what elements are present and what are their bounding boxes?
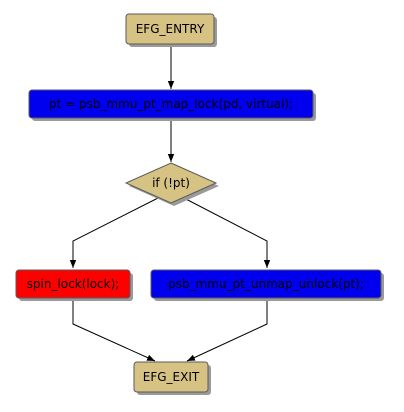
node-spin-lock: spin_lock(lock); <box>15 269 133 301</box>
node-exit: EFG_EXIT <box>133 361 211 395</box>
node-unmap-unlock: psb_mmu_pt_unmap_unlock(pt); <box>150 269 384 301</box>
node-map-lock-box <box>28 89 314 119</box>
node-exit-box <box>133 361 209 393</box>
node-unmap-unlock-box <box>150 269 382 299</box>
node-condition-label: if (!pt) <box>152 176 190 190</box>
node-entry: EFG_ENTRY <box>125 13 217 47</box>
node-condition-diamond <box>124 162 218 204</box>
node-spin-lock-label: spin_lock(lock); <box>27 277 120 291</box>
node-map-lock: pt = psb_mmu_pt_map_lock(pd, virtual); <box>28 89 316 121</box>
edges <box>69 45 271 362</box>
edge-condition-to-spin-lock <box>69 196 161 268</box>
node-condition: if (!pt) <box>124 162 219 206</box>
node-unmap-unlock-label: psb_mmu_pt_unmap_unlock(pt); <box>168 277 364 291</box>
edge-spin-lock-to-exit <box>72 298 156 362</box>
node-entry-label: EFG_ENTRY <box>136 22 205 36</box>
node-spin-lock-box <box>15 269 131 299</box>
node-map-lock-label: pt = psb_mmu_pt_map_lock(pd, virtual); <box>49 97 293 111</box>
edge-unmap-unlock-to-exit <box>186 298 268 362</box>
node-exit-label: EFG_EXIT <box>143 370 200 384</box>
node-entry-box <box>125 13 215 45</box>
edge-condition-to-unmap-unlock <box>181 196 271 268</box>
